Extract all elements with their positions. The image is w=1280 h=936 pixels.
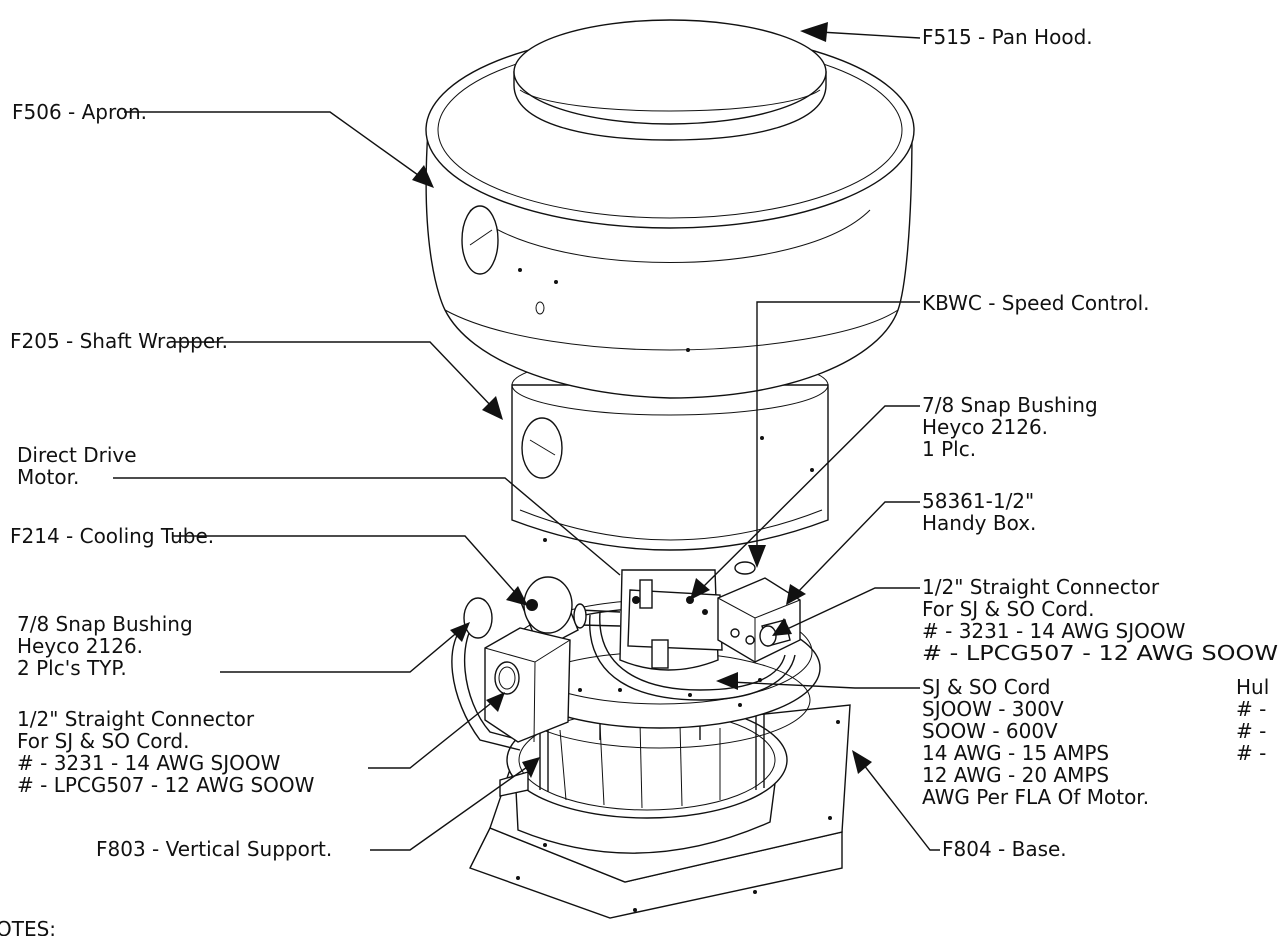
label-connector-left-2: For SJ & SO Cord. bbox=[17, 729, 189, 753]
leader-lines bbox=[113, 22, 940, 851]
label-apron: F506 - Apron. bbox=[12, 100, 147, 124]
callout-labels: F515 - Pan Hood. F506 - Apron. KBWC - Sp… bbox=[0, 25, 1278, 936]
label-snap-bushing-left-3: 2 Plc's TYP. bbox=[17, 656, 127, 680]
label-notes: OTES: bbox=[0, 917, 56, 936]
label-handy-box-2: Handy Box. bbox=[922, 511, 1036, 535]
label-motor-2: Motor. bbox=[17, 465, 79, 489]
label-connector-right-4: # - LPCG507 - 12 AWG SOOW bbox=[922, 641, 1278, 665]
handy-box bbox=[717, 561, 801, 663]
cord-loop bbox=[589, 611, 796, 701]
label-hubbell-2: # - bbox=[1236, 697, 1266, 721]
label-hubbell-4: # - bbox=[1236, 741, 1266, 765]
label-connector-left-1: 1/2" Straight Connector bbox=[17, 707, 255, 731]
fan-assembly-drawing bbox=[425, 19, 915, 919]
label-handy-box-1: 58361-1/2" bbox=[922, 489, 1034, 513]
label-pan-hood: F515 - Pan Hood. bbox=[922, 25, 1093, 49]
label-snap-bushing-left-1: 7/8 Snap Bushing bbox=[17, 612, 193, 636]
pan-hood bbox=[513, 19, 827, 141]
label-cord-3: SOOW - 600V bbox=[922, 719, 1058, 743]
label-snap-bushing-left-2: Heyco 2126. bbox=[17, 634, 143, 658]
label-cord-6: AWG Per FLA Of Motor. bbox=[922, 785, 1149, 809]
label-cord-2: SJOOW - 300V bbox=[922, 697, 1064, 721]
label-shaft-wrapper: F205 - Shaft Wrapper. bbox=[10, 329, 228, 353]
label-connector-right-2: For SJ & SO Cord. bbox=[922, 597, 1094, 621]
label-cooling-tube: F214 - Cooling Tube. bbox=[10, 524, 214, 548]
label-hubbell-1: Hul bbox=[1236, 675, 1269, 699]
label-connector-left-3: # - 3231 - 14 AWG SJOOW bbox=[17, 751, 281, 775]
label-snap-bushing-top-3: 1 Plc. bbox=[922, 437, 976, 461]
label-snap-bushing-top-1: 7/8 Snap Bushing bbox=[922, 393, 1098, 417]
label-speed-control: KBWC - Speed Control. bbox=[922, 291, 1150, 315]
label-hubbell-3: # - bbox=[1236, 719, 1266, 743]
label-cord-1: SJ & SO Cord bbox=[922, 675, 1050, 699]
label-cord-4: 14 AWG - 15 AMPS bbox=[922, 741, 1109, 765]
label-cord-5: 12 AWG - 20 AMPS bbox=[922, 763, 1109, 787]
shaft-wrapper bbox=[511, 354, 829, 551]
label-motor-1: Direct Drive bbox=[17, 443, 137, 467]
label-connector-left-4: # - LPCG507 - 12 AWG SOOW bbox=[17, 773, 315, 797]
label-connector-right-1: 1/2" Straight Connector bbox=[922, 575, 1160, 599]
label-connector-right-3: # - 3231 - 14 AWG SJOOW bbox=[922, 619, 1186, 643]
lower-drum bbox=[499, 701, 788, 854]
left-electrical-box bbox=[484, 627, 571, 743]
direct-drive-motor bbox=[619, 569, 723, 671]
label-base: F804 - Base. bbox=[942, 837, 1067, 861]
label-vertical-support: F803 - Vertical Support. bbox=[96, 837, 332, 861]
label-snap-bushing-top-2: Heyco 2126. bbox=[922, 415, 1048, 439]
